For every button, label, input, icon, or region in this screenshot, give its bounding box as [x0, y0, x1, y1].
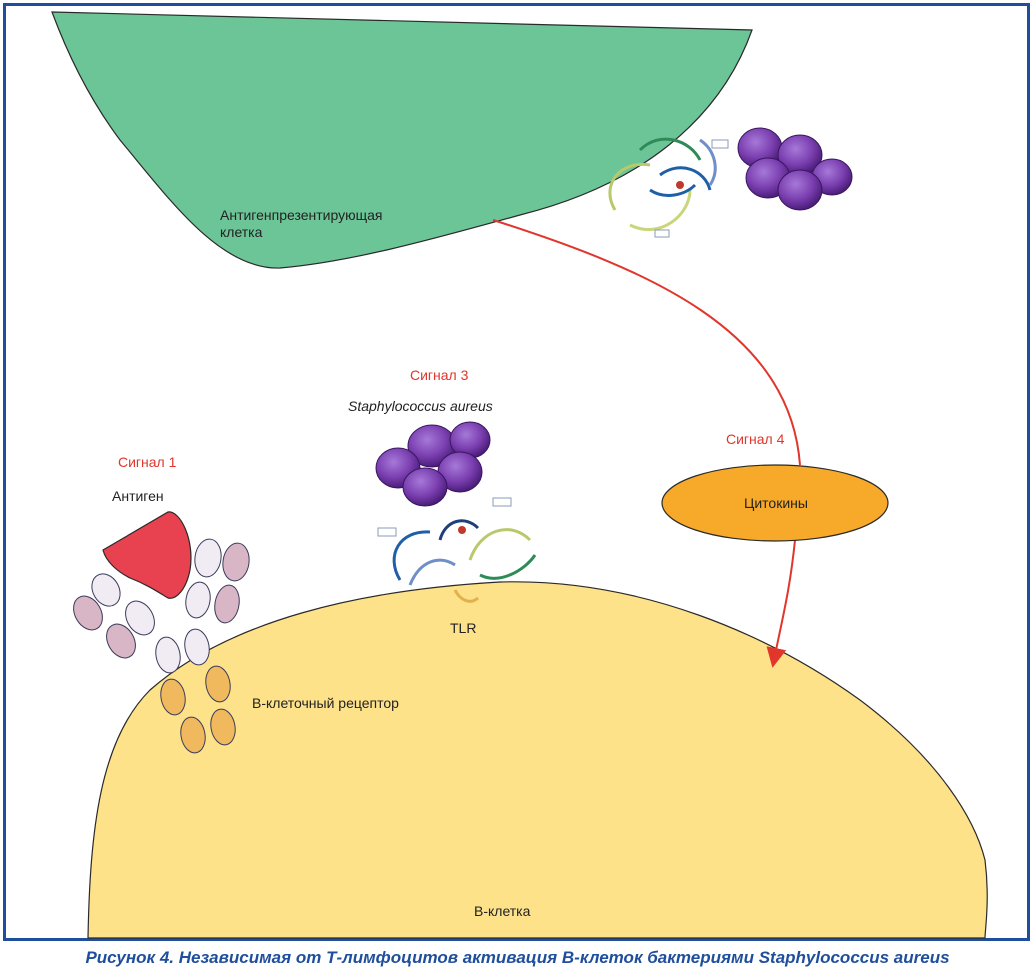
signal1-label: Сигнал 1: [118, 454, 177, 470]
receptor-ellipses-icon: [73, 538, 250, 674]
bacteria-cluster-icon: [737, 127, 853, 211]
figure-caption: Рисунок 4. Независимая от Т-лимфоцитов а…: [85, 948, 950, 967]
apc-cell: [51, 11, 753, 269]
apc-label: Антигенпрезентирующая клетка: [220, 207, 383, 240]
bacteria-cluster-icon: [375, 421, 491, 507]
antigen-label: Антиген: [112, 488, 164, 504]
antigen-icon: [102, 511, 192, 599]
signal4-arrow-upper: [492, 219, 801, 466]
cytokines-label: Цитокины: [744, 495, 808, 511]
staph-label: Staphylococcus aureus: [348, 398, 493, 414]
bcell-label: B-клетка: [474, 903, 531, 919]
tlr-protein-icon: [377, 497, 537, 603]
bcr-label: B-клеточный рецептор: [252, 695, 399, 711]
cytokines-ellipse: [661, 464, 889, 542]
signal4-arrow-lower: [766, 539, 796, 668]
diagram-canvas: [51, 11, 988, 939]
receptor-ellipses-icon: [160, 665, 236, 754]
signal3-label: Сигнал 3: [410, 367, 469, 383]
b-cell: [87, 581, 988, 939]
tlr-label: TLR: [450, 620, 477, 636]
signal4-label: Сигнал 4: [726, 431, 785, 447]
tlr-protein-icon: [608, 137, 729, 238]
